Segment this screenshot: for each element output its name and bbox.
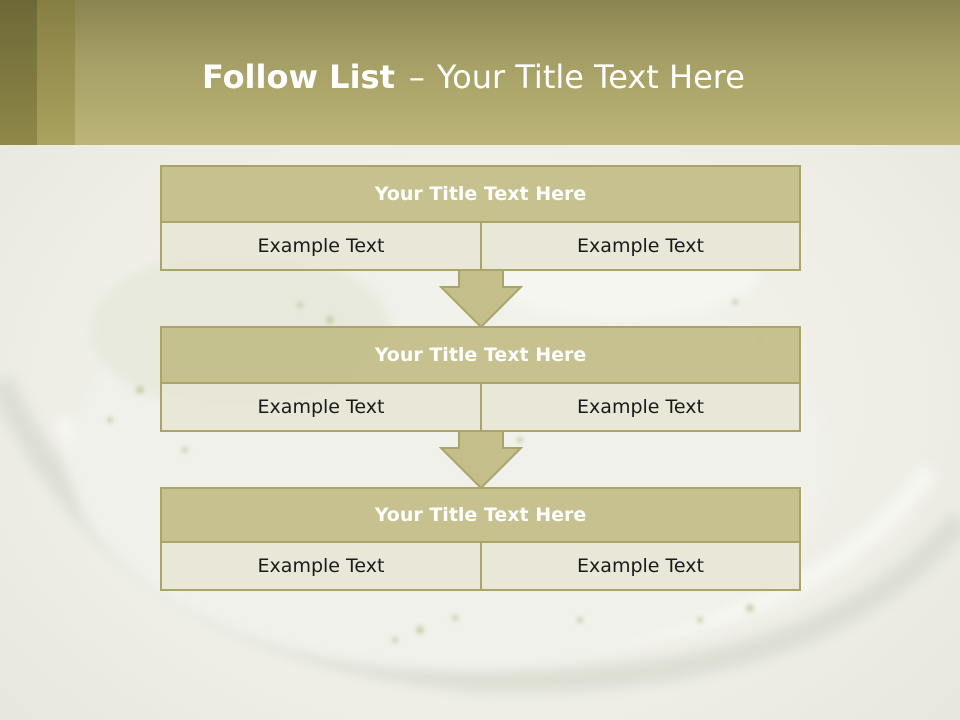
- slide-title-text: Your Title Text Here: [436, 58, 745, 96]
- list-block: Your Title Text Here Example Text Exampl…: [160, 487, 801, 591]
- block-title: Your Title Text Here: [160, 165, 801, 223]
- header-band: [0, 0, 960, 145]
- block-cell-left: Example Text: [160, 541, 482, 591]
- header-accent-stripe: [0, 0, 37, 145]
- slide-title-dash: –: [408, 58, 425, 96]
- block-title: Your Title Text Here: [160, 326, 801, 384]
- block-cell-left: Example Text: [160, 221, 482, 271]
- down-arrow-icon: [439, 430, 523, 490]
- slide-title: Follow List–Your Title Text Here: [202, 54, 745, 100]
- list-block: Your Title Text Here Example Text Exampl…: [160, 165, 801, 271]
- block-title: Your Title Text Here: [160, 487, 801, 543]
- block-cell-right: Example Text: [480, 541, 801, 591]
- header-accent-stripe: [37, 0, 75, 145]
- block-cell-right: Example Text: [480, 221, 801, 271]
- list-block: Your Title Text Here Example Text Exampl…: [160, 326, 801, 432]
- down-arrow-icon: [439, 269, 523, 329]
- block-cell-right: Example Text: [480, 382, 801, 432]
- slide-title-bold: Follow List: [202, 58, 395, 96]
- block-cell-left: Example Text: [160, 382, 482, 432]
